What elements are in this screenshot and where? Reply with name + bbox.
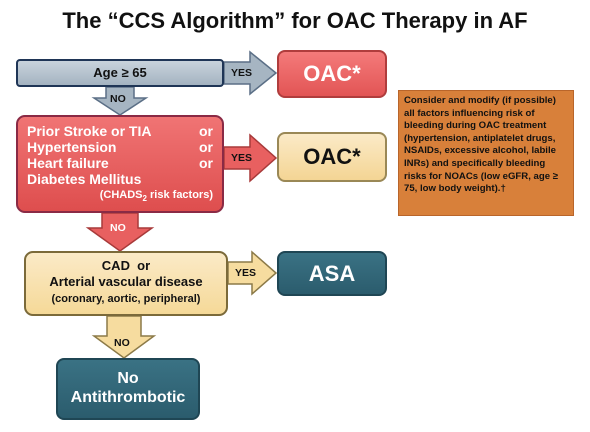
risk-factors-box: Prior Stroke or TIA or Hypertension or H… [16, 115, 224, 213]
risk-line-label: Heart failure [27, 155, 109, 171]
yes-label-age: YES [231, 67, 253, 79]
cad-note: (coronary, aortic, peripheral) [51, 293, 201, 305]
no-label-age: NO [110, 93, 126, 105]
outcome-asa: ASA [277, 251, 387, 296]
risk-line: Heart failure or [27, 155, 213, 171]
risk-line-label: Hypertension [27, 139, 117, 155]
risk-line-label: Prior Stroke or TIA [27, 123, 152, 139]
no-label-risk: NO [110, 222, 126, 234]
outcome-asa-label: ASA [308, 261, 356, 286]
yes-label-cad: YES [235, 267, 257, 279]
risk-line: Prior Stroke or TIA or [27, 123, 213, 139]
risk-line: Hypertension or [27, 139, 213, 155]
age-decision-label: Age ≥ 65 [93, 65, 147, 80]
risk-line: Diabetes Mellitus [27, 171, 213, 187]
no-label-cad: NO [114, 337, 130, 349]
outcome-no-antithrombotic: No Antithrombotic [56, 358, 200, 420]
diagram-title: The “CCS Algorithm” for OAC Therapy in A… [62, 8, 528, 33]
outcome-no-label: No [117, 370, 139, 387]
outcome-antithrombotic-label: Antithrombotic [70, 389, 186, 406]
age-decision-box: Age ≥ 65 [16, 59, 224, 87]
cad-decision-box: CAD or Arterial vascular disease (corona… [24, 251, 228, 316]
outcome-oac-age-label: OAC* [303, 61, 361, 86]
risk-line-label: Diabetes Mellitus [27, 171, 142, 187]
cad-line-2: Arterial vascular disease [49, 274, 203, 289]
outcome-oac-risk-label: OAC* [303, 144, 361, 169]
bleeding-risk-note: Consider and modify (if possible) all fa… [398, 90, 574, 216]
yes-label-risk: YES [231, 152, 253, 164]
outcome-oac-risk: OAC* [277, 132, 387, 182]
risk-line-or: or [199, 155, 213, 171]
cad-line-1: CAD or [101, 258, 151, 273]
risk-line-or: or [199, 139, 213, 155]
risk-line-or: or [199, 123, 213, 139]
chads2-note: (CHADS2 risk factors) [99, 189, 213, 204]
outcome-oac-age: OAC* [277, 50, 387, 98]
